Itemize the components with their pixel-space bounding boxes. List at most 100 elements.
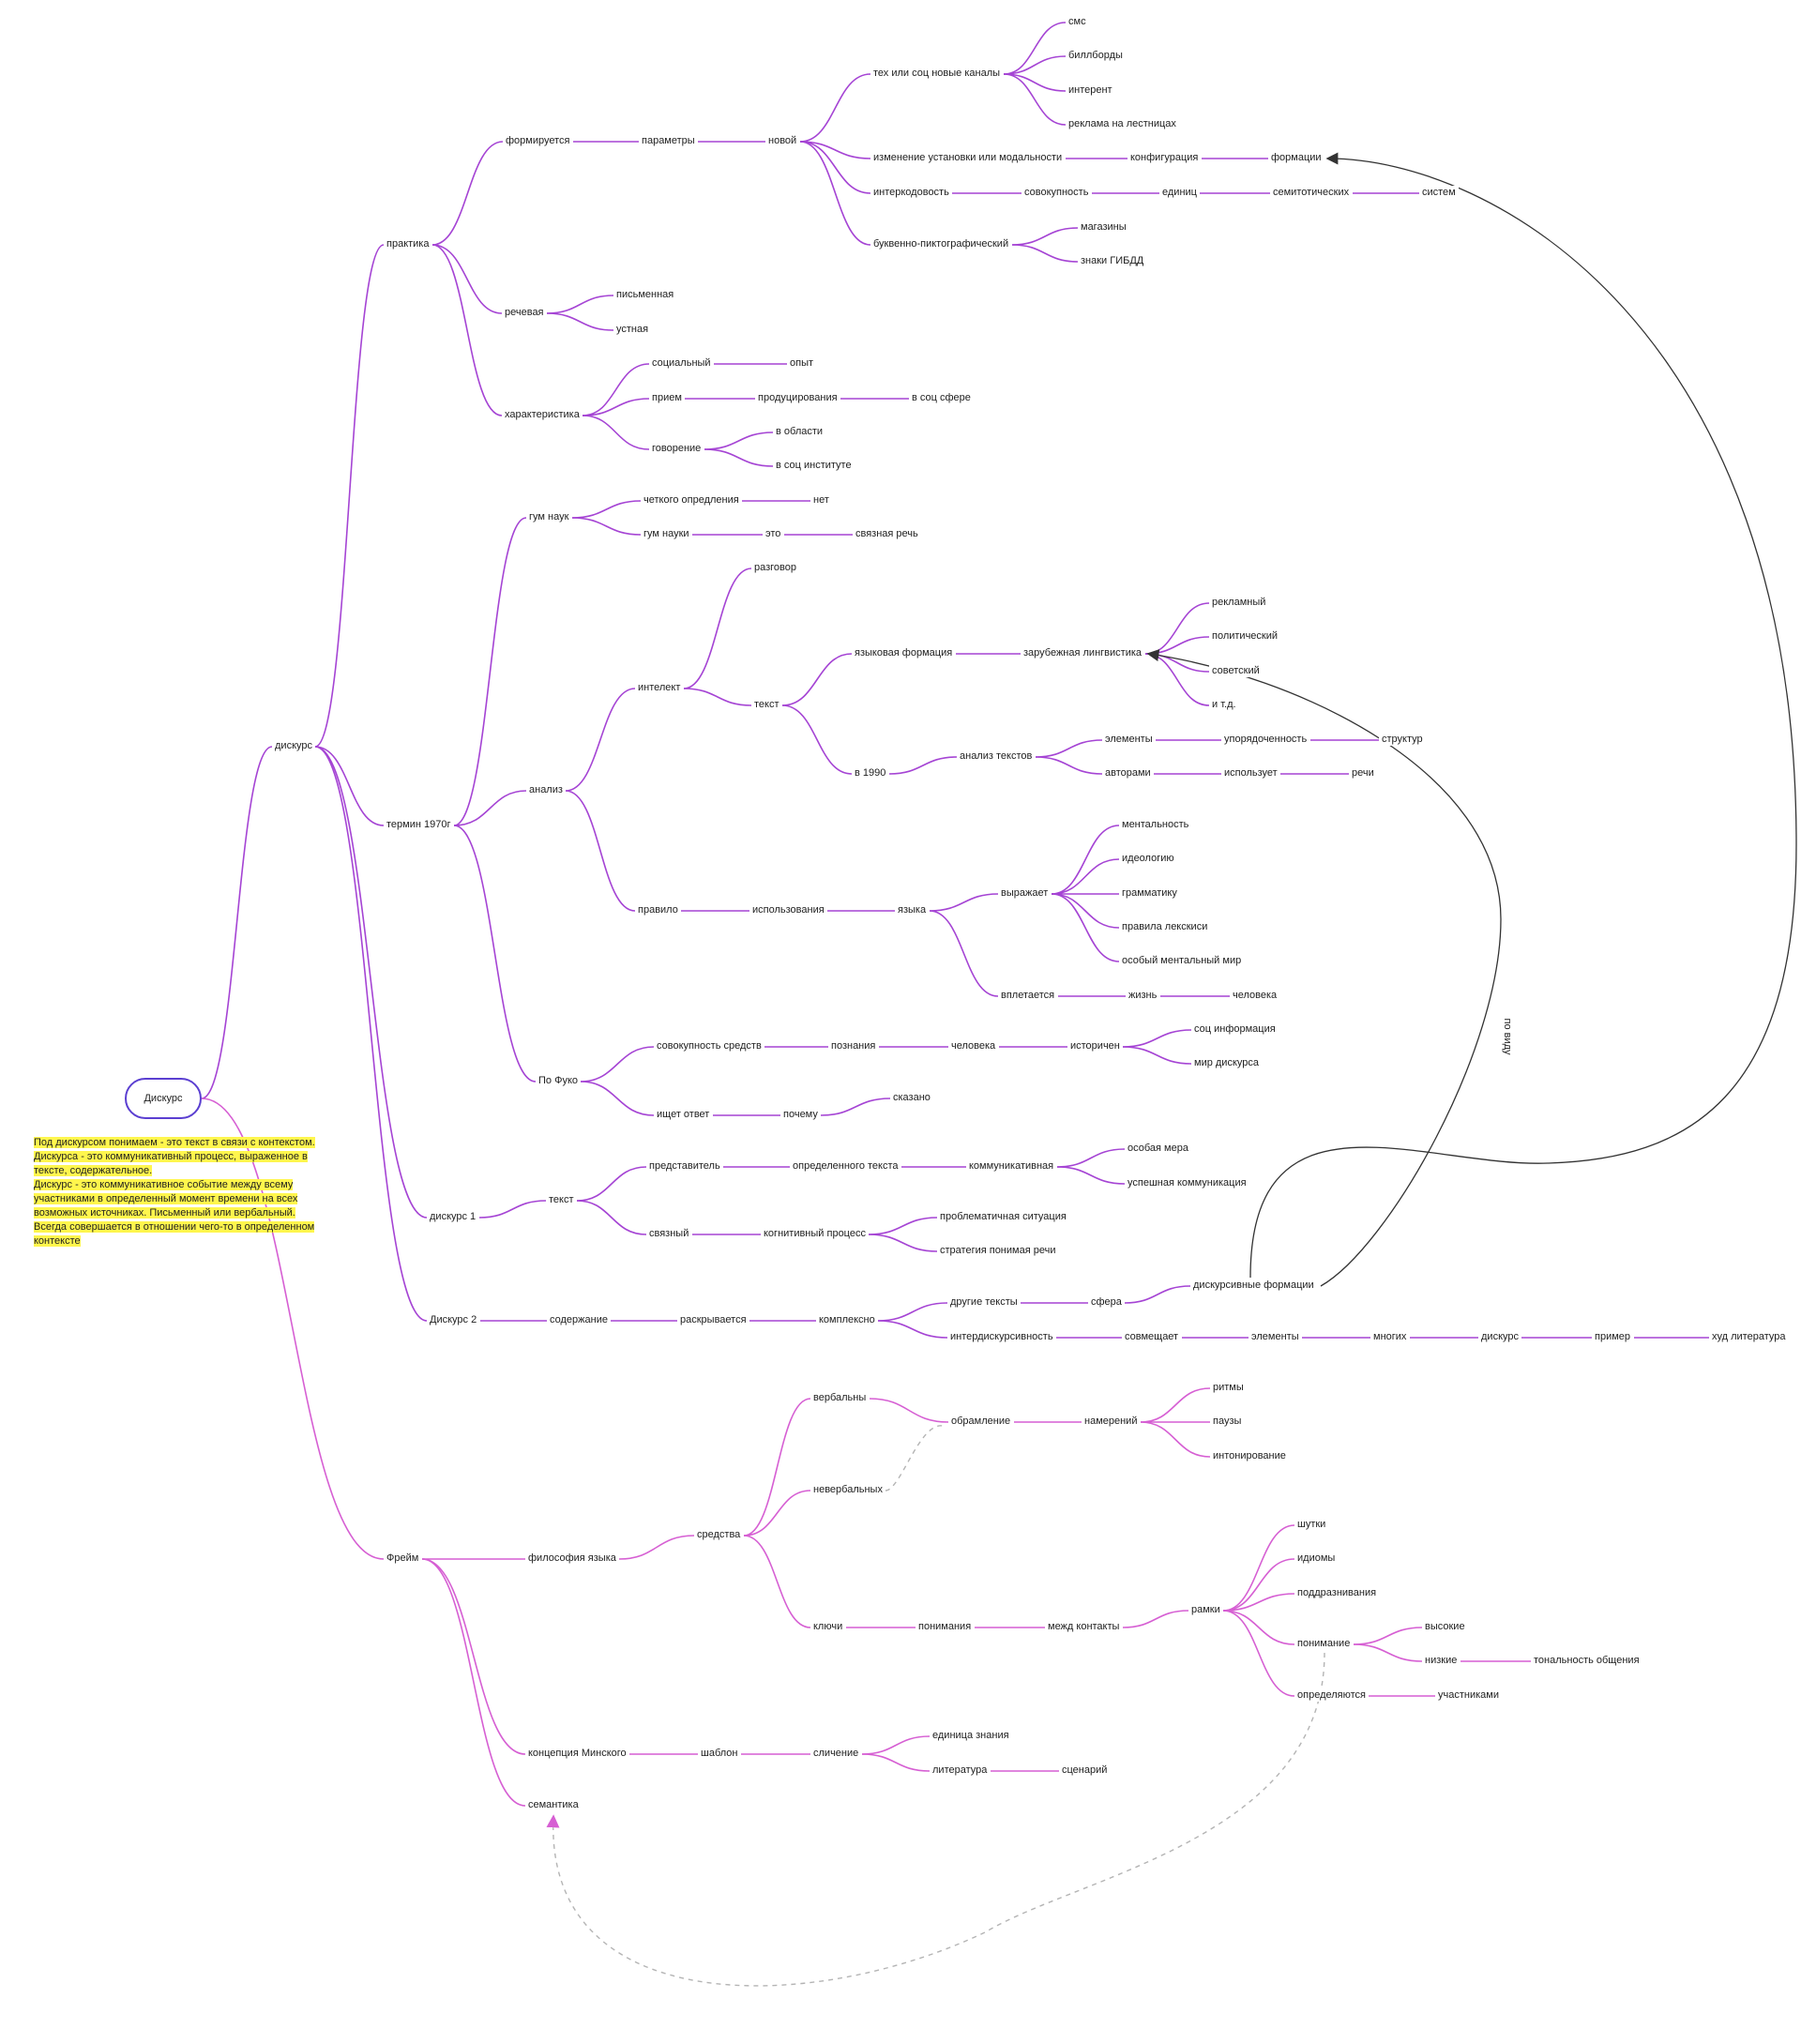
node-uspkom[interactable]: успешная коммуникация: [1125, 1176, 1249, 1189]
node-raskryv[interactable]: раскрывается: [677, 1313, 749, 1326]
node-yazform[interactable]: языковая формация: [852, 646, 956, 659]
node-grammatiku[interactable]: грамматику: [1119, 886, 1180, 900]
node-produc[interactable]: продуцирования: [755, 391, 840, 404]
node-vyrazhaet[interactable]: выражает: [998, 886, 1052, 900]
node-ustnaya[interactable]: устная: [613, 323, 652, 336]
node-scenariy[interactable]: сценарий: [1059, 1764, 1111, 1777]
node-sovmeshchaet[interactable]: совмещает: [1122, 1330, 1182, 1343]
node-vsocinst[interactable]: в соц институте: [773, 459, 855, 472]
node-ishchet[interactable]: ищет ответ: [654, 1108, 713, 1121]
node-hud[interactable]: худ литература: [1709, 1330, 1789, 1343]
node-cheloveka2[interactable]: человека: [948, 1039, 999, 1052]
node-semiot[interactable]: семитотических: [1270, 186, 1353, 199]
node-mezhkont[interactable]: межд контакты: [1045, 1620, 1123, 1633]
node-socinfo[interactable]: соц информация: [1191, 1022, 1279, 1036]
node-eto[interactable]: это: [763, 527, 784, 540]
node-mirdisk[interactable]: мир дискурса: [1191, 1056, 1262, 1069]
node-svyaznaya[interactable]: связная речь: [853, 527, 921, 540]
node-politicheskiy[interactable]: политический: [1209, 629, 1281, 643]
node-socialnyy[interactable]: социальный: [649, 356, 714, 370]
node-govorenie[interactable]: говорение: [649, 442, 704, 455]
node-strategiya[interactable]: стратегия понимая речи: [937, 1244, 1059, 1257]
node-mentalnost[interactable]: ментальность: [1119, 818, 1192, 831]
node-opredelyay[interactable]: определяются: [1294, 1688, 1369, 1702]
root-node-diskurs[interactable]: Дискурс: [125, 1078, 202, 1119]
node-ideologiyu[interactable]: идеологию: [1119, 852, 1177, 865]
node-istorichen[interactable]: историчен: [1067, 1039, 1123, 1052]
node-analiz[interactable]: анализ: [526, 783, 566, 796]
node-edinic[interactable]: единиц: [1159, 186, 1200, 199]
node-vsocsfere[interactable]: в соц сфере: [909, 391, 974, 404]
node-zarub[interactable]: зарубежная лингвистика: [1021, 646, 1145, 659]
node-formiruetsya[interactable]: формируется: [503, 134, 573, 147]
node-formacii[interactable]: формации: [1268, 151, 1324, 164]
node-voblasti[interactable]: в области: [773, 425, 826, 438]
node-intelekt[interactable]: интелект: [635, 681, 684, 694]
node-problem[interactable]: проблематичная ситуация: [937, 1210, 1069, 1223]
node-ponimaniya[interactable]: понимания: [916, 1620, 975, 1633]
node-kommunik[interactable]: коммуникативная: [966, 1159, 1057, 1173]
node-reklamnyy[interactable]: рекламный: [1209, 596, 1269, 609]
node-ramki[interactable]: рамки: [1188, 1603, 1223, 1616]
node-vpletaetsya[interactable]: вплетается: [998, 989, 1058, 1002]
node-sovetskiy[interactable]: советский: [1209, 664, 1263, 677]
node-konfiguraciya[interactable]: конфигурация: [1128, 151, 1202, 164]
node-interkod[interactable]: интеркодовость: [870, 186, 952, 199]
node-pravilo[interactable]: правило: [635, 903, 681, 916]
node-filosof[interactable]: философия языка: [525, 1552, 619, 1565]
node-obramlenie[interactable]: обрамление: [948, 1415, 1014, 1428]
node-konc[interactable]: концепция Минского: [525, 1747, 629, 1760]
node-znaki[interactable]: знаки ГИБДД: [1078, 254, 1147, 267]
node-podrazn[interactable]: поддразнивания: [1294, 1586, 1380, 1599]
node-elementy1[interactable]: элементы: [1102, 733, 1156, 746]
node-shablon[interactable]: шаблон: [698, 1747, 741, 1760]
node-interdisk[interactable]: интердискурсивность: [947, 1330, 1056, 1343]
node-analiztek[interactable]: анализ текстов: [957, 749, 1036, 763]
node-opredtek[interactable]: определенного текста: [790, 1159, 901, 1173]
node-tekst_a[interactable]: текст: [751, 698, 782, 711]
node-sovokupnost1[interactable]: совокупность: [1022, 186, 1092, 199]
node-pravila[interactable]: правила лекскиси: [1119, 920, 1211, 933]
node-termin[interactable]: термин 1970г: [384, 818, 454, 831]
node-magaziny[interactable]: магазины: [1078, 220, 1129, 234]
node-ispolz[interactable]: использования: [749, 903, 827, 916]
node-drugie[interactable]: другие тексты: [947, 1295, 1021, 1309]
node-semantika[interactable]: семантика: [525, 1798, 582, 1811]
node-primer[interactable]: пример: [1592, 1330, 1634, 1343]
node-shutki[interactable]: шутки: [1294, 1518, 1329, 1531]
node-elementy2[interactable]: элементы: [1249, 1330, 1302, 1343]
node-teh[interactable]: тех или соц новые каналы: [870, 67, 1004, 80]
node-parametry[interactable]: параметры: [639, 134, 698, 147]
node-ritmy[interactable]: ритмы: [1210, 1381, 1247, 1394]
node-predstavitel[interactable]: представитель: [646, 1159, 723, 1173]
node-osobmera[interactable]: особая мера: [1125, 1142, 1191, 1155]
node-sms[interactable]: смс: [1066, 15, 1089, 28]
node-interent[interactable]: интерент: [1066, 83, 1115, 97]
node-gumnauk[interactable]: гум наук: [526, 510, 572, 523]
node-priem[interactable]: прием: [649, 391, 685, 404]
node-diskurs_m[interactable]: дискурс: [1478, 1330, 1521, 1343]
node-tekst_d1[interactable]: текст: [546, 1193, 577, 1206]
node-ispolzuet[interactable]: использует: [1221, 766, 1280, 780]
node-razgovor[interactable]: разговор: [751, 561, 799, 574]
node-svyaznyy[interactable]: связный: [646, 1227, 692, 1240]
node-vysokie[interactable]: высокие: [1422, 1620, 1468, 1633]
node-poznaniya[interactable]: познания: [828, 1039, 879, 1052]
node-reklama_lest[interactable]: реклама на лестницах: [1066, 117, 1179, 130]
node-harakter[interactable]: характеристика: [502, 408, 583, 421]
node-nizkie[interactable]: низкие: [1422, 1654, 1460, 1667]
node-pochemu[interactable]: почему: [780, 1108, 821, 1121]
node-soderzhanie[interactable]: содержание: [547, 1313, 611, 1326]
node-itd[interactable]: и т.д.: [1209, 698, 1239, 711]
node-mnogih[interactable]: многих: [1370, 1330, 1410, 1343]
node-uporyad[interactable]: упорядоченность: [1221, 733, 1310, 746]
node-pofuko[interactable]: По Фуко: [536, 1074, 581, 1087]
node-slichenie[interactable]: сличение: [810, 1747, 862, 1760]
node-avtorami[interactable]: авторами: [1102, 766, 1154, 780]
node-pauzy[interactable]: паузы: [1210, 1415, 1245, 1428]
node-novoy[interactable]: новой: [765, 134, 800, 147]
node-sovsredstv[interactable]: совокупность средств: [654, 1039, 764, 1052]
node-opyt[interactable]: опыт: [787, 356, 817, 370]
node-gumnauki[interactable]: гум науки: [641, 527, 692, 540]
